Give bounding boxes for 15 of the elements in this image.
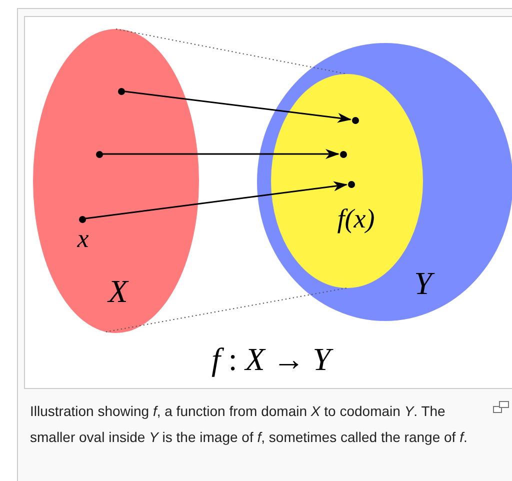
mapping-arrow [102, 149, 340, 159]
element-label: x [77, 226, 89, 252]
dotted-projection-line [116, 28, 348, 74]
point-dot [96, 150, 102, 158]
point-dot [352, 116, 358, 124]
mapping-arrow [124, 90, 352, 123]
set-label: X [108, 275, 128, 307]
mapping-arrow [85, 181, 348, 220]
set-label: f(x) [337, 206, 375, 232]
point-dot [340, 150, 346, 158]
point-dot [348, 180, 354, 188]
dotted-projection-line [105, 288, 348, 332]
point-dot [118, 88, 124, 94]
caption-text: Illustration showing f, a function from domain X to codomain Y. The smaller oval inside Y is the image of f, sometimes called the range of f. [30, 402, 468, 447]
function-notation: f : X → Y [211, 343, 331, 375]
